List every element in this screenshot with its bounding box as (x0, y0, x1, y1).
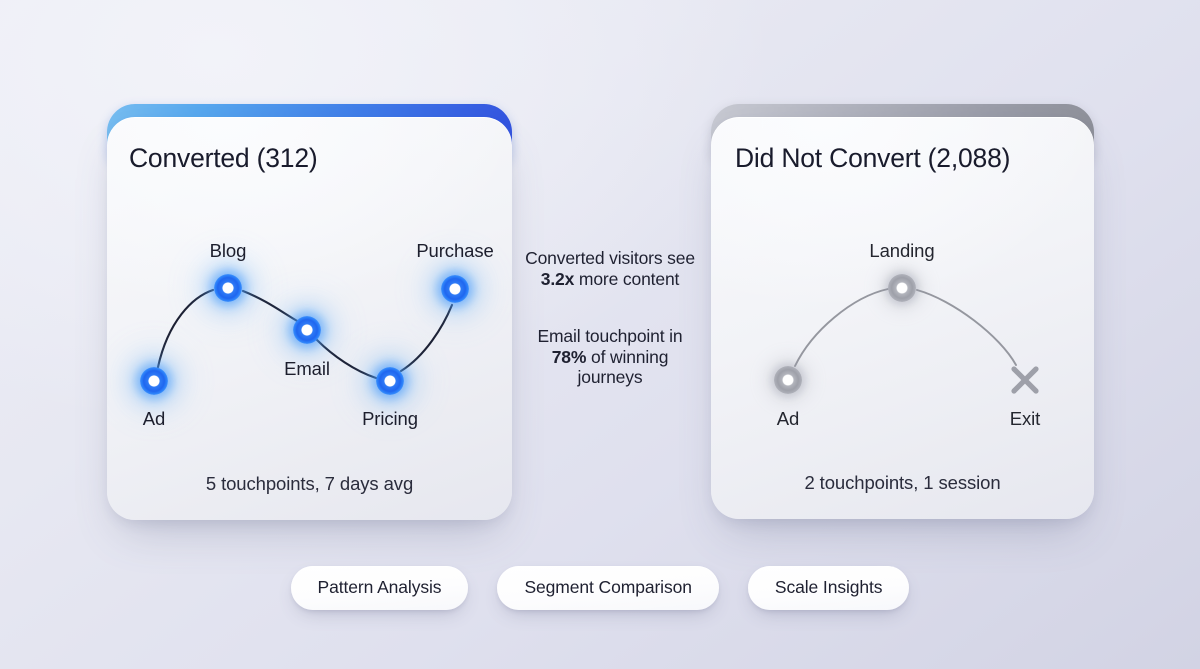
insight-email-touchpoint: Email touchpoint in 78% of winning journ… (520, 326, 700, 388)
insight-content-depth: Converted visitors see 3.2x more content (520, 248, 700, 289)
pill-segment-comparison[interactable]: Segment Comparison (497, 566, 719, 610)
pill-scale-insights[interactable]: Scale Insights (747, 566, 910, 610)
insight-suffix: more content (574, 268, 680, 289)
journey-node-label-exit: Exit (1009, 408, 1041, 429)
journey-node-label-purchase: Purchase (416, 240, 494, 261)
not-converted-card-title: Did Not Convert (2,088) (735, 143, 1011, 173)
insight-prefix: Email touchpoint in (537, 326, 683, 346)
insight-suffix: of winning journeys (577, 346, 669, 388)
journey-node-blog[interactable] (214, 274, 242, 302)
journey-node-pricing[interactable] (376, 367, 404, 395)
converted-card-title: Converted (312) (129, 143, 318, 173)
journey-node-email[interactable] (293, 316, 321, 344)
journey-node-ad[interactable] (140, 367, 168, 395)
insight-emphasis: 78% (551, 346, 587, 367)
action-pill-group: Pattern Analysis Segment Comparison Scal… (0, 566, 1200, 610)
journey-node-label-pricing: Pricing (362, 408, 418, 429)
journey-node-label-blog: Blog (209, 240, 247, 261)
not-converted-journey-path-svg (794, 288, 1017, 367)
converted-journey-path-svg (156, 288, 454, 380)
insights-panel: Converted visitors see 3.2x more content… (520, 248, 700, 388)
journey-node-landing[interactable] (888, 274, 916, 302)
close-x-icon (1008, 363, 1042, 397)
journey-node-ad[interactable] (774, 366, 802, 394)
pill-pattern-analysis[interactable]: Pattern Analysis (290, 566, 469, 610)
journey-node-label-landing: Landing (869, 240, 935, 261)
insight-emphasis: 3.2x (540, 268, 575, 289)
journey-node-purchase[interactable] (441, 275, 469, 303)
converted-path-line (156, 288, 454, 380)
journey-node-label-ad: Ad (776, 408, 800, 429)
not-converted-path-line (794, 288, 1017, 367)
journey-node-label-email: Email (284, 358, 330, 379)
converted-card-footnote: 5 touchpoints, 7 days avg (205, 473, 414, 494)
journey-node-label-ad: Ad (142, 408, 166, 429)
not-converted-card-footnote: 2 touchpoints, 1 session (804, 472, 1001, 493)
insight-prefix: Converted visitors see (525, 248, 695, 268)
